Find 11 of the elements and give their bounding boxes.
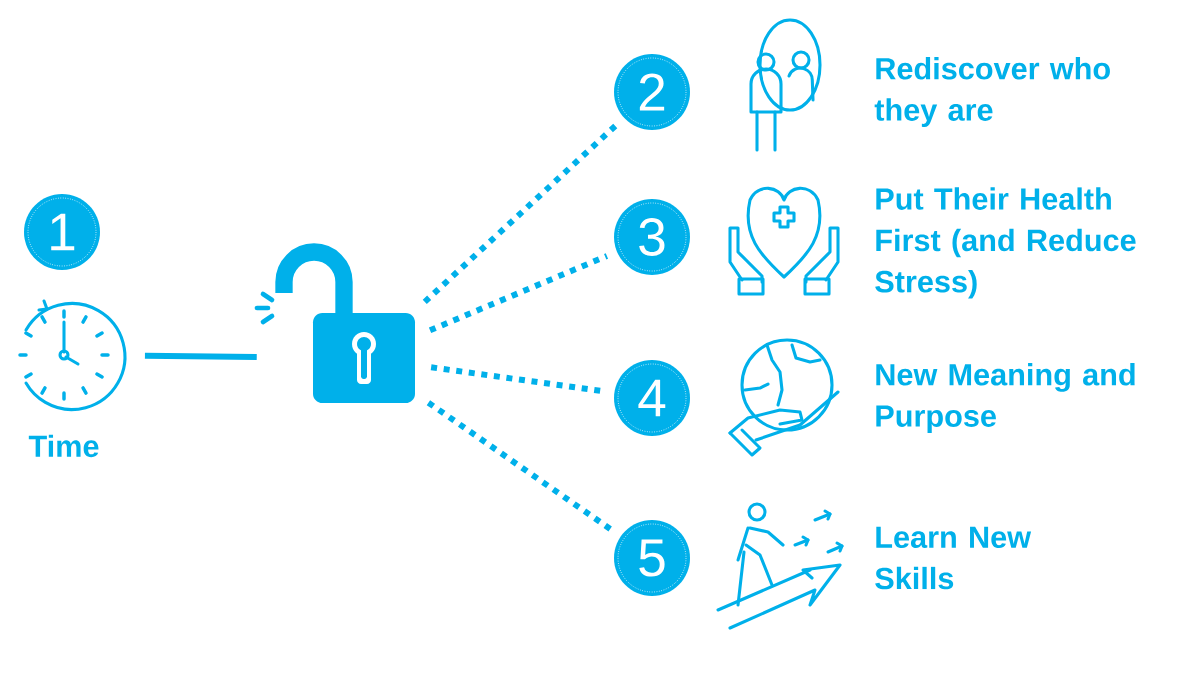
- clock-icon: [18, 299, 127, 412]
- caption-text: Time: [28, 434, 99, 458]
- item-label: Rediscover who they are: [874, 57, 1110, 127]
- padlock-icon: [254, 243, 415, 403]
- item-label: Learn New Skills: [875, 526, 1032, 590]
- item-label: New Meaning and Purpose: [876, 363, 1135, 433]
- connector-line: [428, 253, 609, 334]
- connector-line: [426, 400, 614, 533]
- connector-line: [144, 352, 257, 360]
- item-label: Put Their Health First (and Reduce Stress): [875, 187, 1136, 299]
- connector-line: [422, 123, 619, 305]
